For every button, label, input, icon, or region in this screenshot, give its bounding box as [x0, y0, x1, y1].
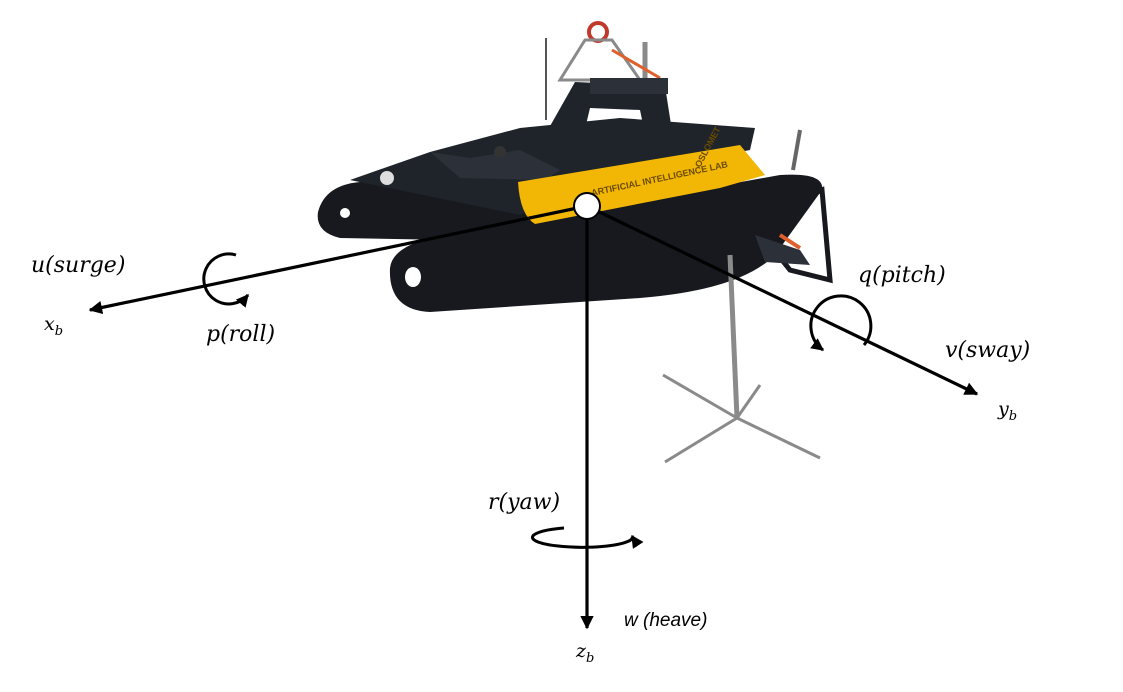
pitch-label: q(pitch)	[858, 263, 946, 288]
heave-label: w (heave)	[624, 610, 708, 631]
yaw-label: r(yaw)	[488, 490, 561, 515]
sway-label: v(sway)	[945, 338, 1031, 363]
x-axis-name: xb	[44, 313, 64, 339]
surge-label: u(surge)	[31, 253, 126, 278]
roll-rotation-arrow	[202, 252, 250, 308]
y-axis-arrow	[586, 204, 979, 396]
sensor-pole	[727, 254, 740, 419]
z-axis-name: zb	[576, 640, 595, 666]
sensor-mast	[545, 82, 675, 158]
origin-point	[573, 192, 601, 220]
yaw-rotation-arrow	[530, 526, 644, 549]
pitch-rotation-arrow	[809, 294, 873, 352]
right-pontoon	[389, 174, 823, 312]
lifting-hook	[587, 21, 609, 43]
usv-boat-illustration: ARTIFICIAL INTELLIGENCE LAB OSLOMET	[317, 21, 833, 464]
y-axis-name: yb	[998, 398, 1018, 424]
x-axis-arrow	[88, 204, 588, 315]
roll-label: p(roll)	[206, 322, 276, 347]
